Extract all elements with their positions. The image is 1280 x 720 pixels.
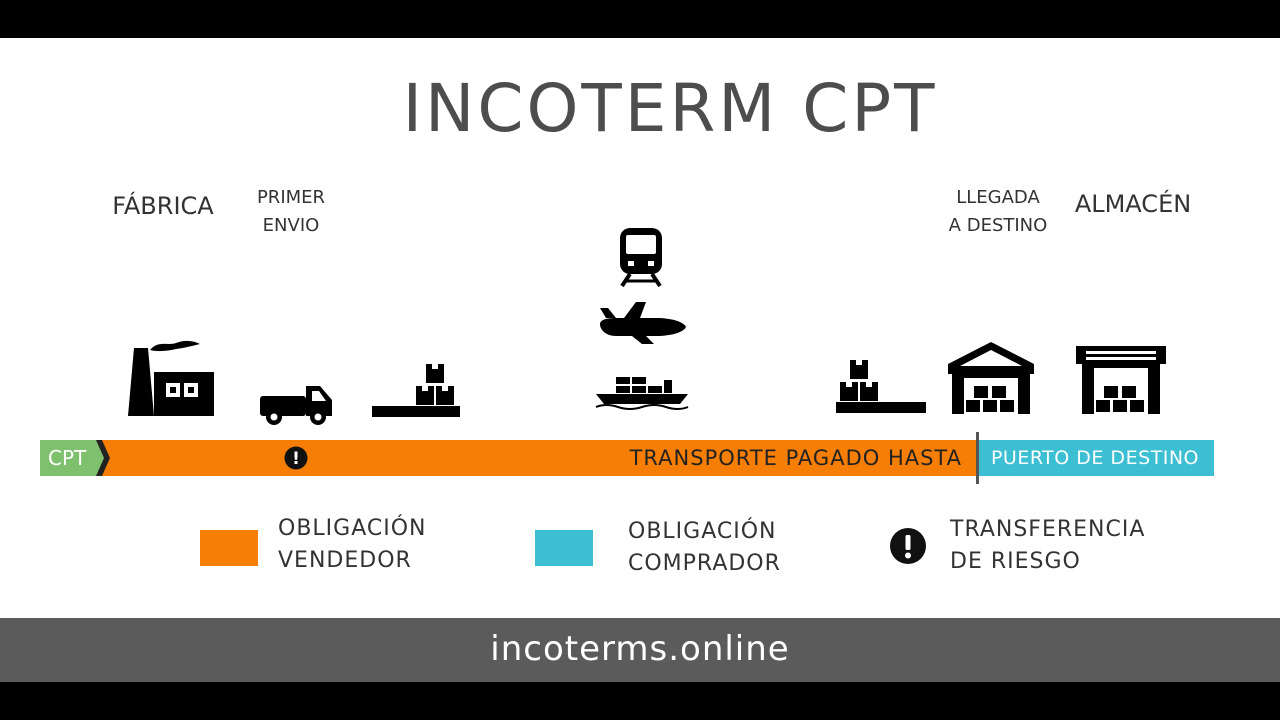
stage-label-first-shipment-line2: ENVIO <box>262 215 320 236</box>
page-title: INCOTERM CPT <box>402 70 938 147</box>
legend-label-seller-line1: OBLIGACIÓN <box>278 516 427 541</box>
footer-website-text: incoterms.online <box>490 629 790 669</box>
legend-label-seller-line2: VENDEDOR <box>278 548 412 573</box>
stage-label-first-shipment-line1: PRIMER <box>256 187 326 208</box>
seller-obligation-segment <box>96 440 978 476</box>
warehouse-icon <box>1076 346 1166 414</box>
stage-label-arrival: LLEGADA A DESTINO <box>936 184 1060 240</box>
footer-bar: incoterms.online <box>0 618 1280 682</box>
letterbox-top <box>0 0 1280 38</box>
legend-label-risk: TRANSFERENCIA DE RIESGO <box>950 514 1145 578</box>
legend-swatch-buyer <box>535 530 593 566</box>
factory-icon <box>128 340 214 416</box>
pallet-boxes-icon <box>836 360 926 413</box>
cpt-label: CPT <box>48 446 87 470</box>
stage-label-arrival-line1: LLEGADA <box>956 187 1040 208</box>
risk-transfer-divider <box>976 432 979 484</box>
legend-swatch-seller <box>200 530 258 566</box>
stage-label-first-shipment: PRIMER ENVIO <box>236 184 346 240</box>
risk-transfer-icon <box>890 528 926 564</box>
risk-marker-glyph: ! <box>292 449 300 469</box>
stage-label-arrival-line2: A DESTINO <box>948 215 1048 236</box>
legend-label-seller: OBLIGACIÓN VENDEDOR <box>278 513 427 577</box>
train-icon <box>620 228 662 288</box>
chevron-right-icon <box>96 440 110 476</box>
seller-segment-label: TRANSPORTE PAGADO HASTA <box>629 446 962 470</box>
legend-label-buyer-line2: COMPRADOR <box>628 551 781 576</box>
legend-label-buyer-line1: OBLIGACIÓN <box>628 519 777 544</box>
buyer-segment-label: PUERTO DE DESTINO <box>990 447 1200 469</box>
risk-transfer-icon: ! <box>284 446 308 470</box>
airplane-icon <box>600 302 686 344</box>
warehouse-icon <box>948 342 1034 414</box>
legend-label-risk-line1: TRANSFERENCIA <box>950 517 1146 542</box>
stage-label-warehouse: ALMACÉN <box>1074 190 1192 218</box>
ship-icon <box>595 377 689 410</box>
truck-icon <box>260 386 332 425</box>
cpt-segment <box>40 440 106 476</box>
buyer-obligation-segment <box>978 440 1214 476</box>
legend-label-risk-line2: DE RIESGO <box>950 549 1081 574</box>
letterbox-bottom <box>0 682 1280 720</box>
stage-label-factory: FÁBRICA <box>112 192 214 220</box>
legend-label-buyer: OBLIGACIÓN COMPRADOR <box>628 516 781 580</box>
pallet-boxes-icon <box>372 364 460 417</box>
